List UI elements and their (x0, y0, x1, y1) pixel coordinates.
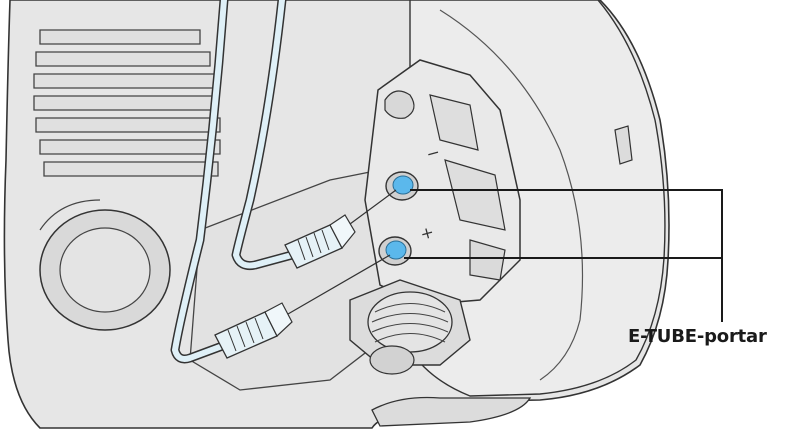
cover-slot (614, 125, 633, 165)
cable-1 (172, 0, 228, 362)
port-minus-marking: − (424, 142, 442, 164)
threaded-shaft (349, 279, 471, 375)
e-tube-ports-label: E-TUBE-portar (628, 326, 767, 347)
port-plus-marking: + (418, 222, 436, 244)
cover-rim-line (439, 9, 584, 381)
cooling-fins (33, 29, 221, 177)
cable-2-lead (349, 189, 397, 225)
upper-port (385, 171, 419, 201)
bottom-bracket-lip (371, 396, 532, 427)
cable-2-plug (284, 214, 356, 269)
cable-2 (233, 0, 295, 269)
cable-1-lead (287, 254, 391, 315)
cable-1-plug (214, 302, 293, 359)
callout-leader-lines (404, 189, 723, 322)
lower-port (378, 236, 412, 266)
left-mounting-boss (39, 199, 171, 331)
